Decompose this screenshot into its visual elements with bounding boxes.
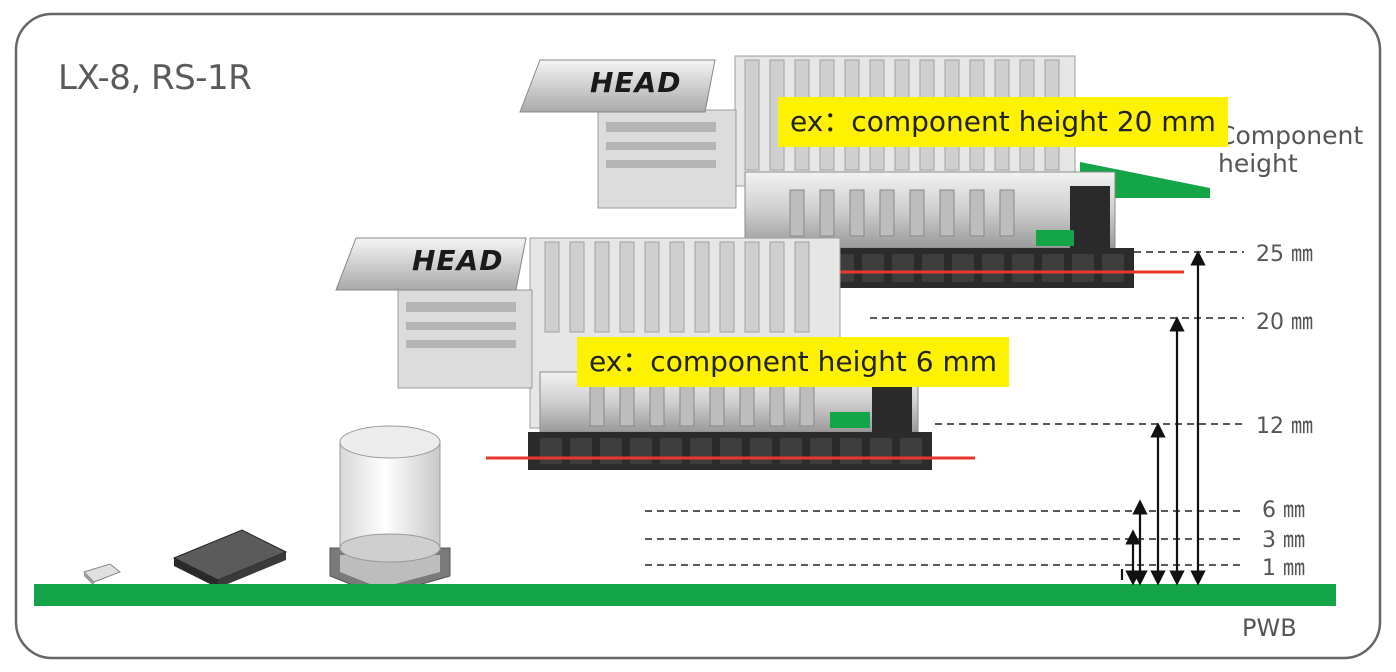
diagram-title: LX-8, RS-1R [58,58,252,98]
height-label-25mm: 25 ㎜ [1256,242,1313,267]
pwb-label: PWB [1242,614,1297,642]
head-label-bottom: ex：component height 6 mm [577,337,1010,387]
height-label-1mm: 1 ㎜ [1262,556,1305,581]
height-arrows [1120,250,1206,586]
ic-component [172,529,288,588]
head-logo-top: HEAD [590,66,682,99]
electrolytic-capacitor [329,425,451,597]
chip-component [83,563,121,586]
pwb-board [34,584,1336,606]
height-label-12mm: 12 ㎜ [1256,414,1313,439]
axis-title: Component height [1218,121,1364,178]
height-label-6mm: 6 ㎜ [1262,498,1305,523]
height-label-20mm: 20 ㎜ [1256,310,1313,335]
head-logo-bottom: HEAD [412,244,504,277]
height-label-3mm: 3 ㎜ [1262,528,1305,553]
head-label-top: ex：component height 20 mm [778,97,1228,147]
